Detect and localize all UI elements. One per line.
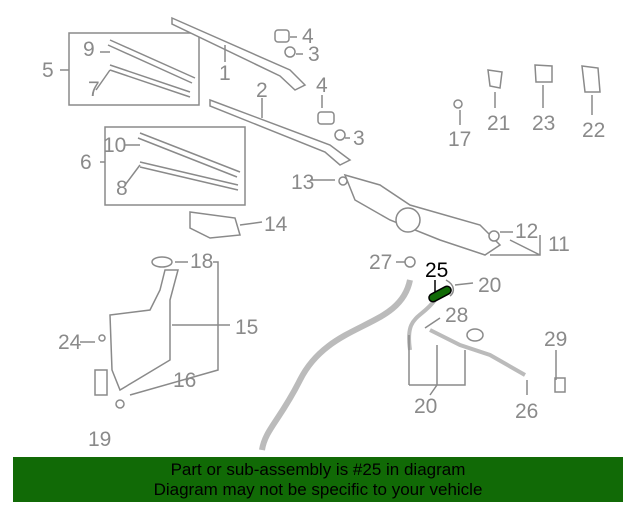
wiper-blade-box-rear xyxy=(104,126,246,206)
label-17: 17 xyxy=(448,128,471,151)
label-16: 16 xyxy=(173,369,196,392)
washer-reservoir-15[interactable] xyxy=(109,269,179,392)
pump-19[interactable] xyxy=(94,369,108,396)
label-12: 12 xyxy=(515,220,538,243)
wiper-linkage-11[interactable] xyxy=(343,173,502,256)
label-10: 10 xyxy=(103,134,126,157)
label-1: 1 xyxy=(219,62,231,85)
grommet-16[interactable] xyxy=(115,399,125,409)
nut-3b[interactable] xyxy=(334,129,346,141)
label-2: 2 xyxy=(256,79,268,102)
label-21: 21 xyxy=(487,112,510,135)
info-banner: Part or sub-assembly is #25 in diagram D… xyxy=(13,457,623,502)
label-4: 4 xyxy=(302,25,314,48)
label-3b: 3 xyxy=(353,127,365,150)
wiper-blade-10[interactable] xyxy=(137,132,241,178)
label-6: 6 xyxy=(80,151,92,174)
label-26: 26 xyxy=(515,400,538,423)
sensor-24[interactable] xyxy=(98,334,106,342)
hose-26[interactable] xyxy=(429,328,526,377)
label-20: 20 xyxy=(478,274,501,297)
label-20b: 20 xyxy=(414,395,437,418)
label-27: 27 xyxy=(369,251,392,274)
wiper-rubber-8[interactable] xyxy=(139,161,239,191)
label-13: 13 xyxy=(291,171,314,194)
wiper-arm-2[interactable] xyxy=(209,98,352,166)
label-7: 7 xyxy=(88,78,100,101)
clip-21[interactable] xyxy=(487,69,503,89)
clip-17[interactable] xyxy=(453,99,463,109)
cap-4[interactable] xyxy=(274,29,290,43)
wiper-rubber-7[interactable] xyxy=(109,64,191,98)
clip-23[interactable] xyxy=(534,64,553,83)
label-15: 15 xyxy=(235,316,258,339)
label-28: 28 xyxy=(445,304,468,327)
label-29: 29 xyxy=(544,328,567,351)
wiper-arm-1[interactable] xyxy=(171,16,307,91)
nozzle-26[interactable] xyxy=(554,377,566,393)
cap-18[interactable] xyxy=(151,256,173,268)
label-8: 8 xyxy=(116,177,128,200)
clip-29[interactable] xyxy=(466,328,484,342)
label-4b: 4 xyxy=(316,74,328,97)
wiper-blade-9[interactable] xyxy=(107,39,196,84)
label-24: 24 xyxy=(58,331,82,354)
hose-20-clip[interactable] xyxy=(445,279,455,297)
washer-hose-20[interactable] xyxy=(259,279,413,451)
nut-3[interactable] xyxy=(284,46,296,58)
label-25-highlighted: 25 xyxy=(425,259,448,282)
label-22: 22 xyxy=(582,119,605,142)
label-14: 14 xyxy=(264,213,288,236)
hose-joint[interactable] xyxy=(407,298,437,351)
cap-4b[interactable] xyxy=(317,111,335,125)
label-5: 5 xyxy=(42,59,54,82)
bracket-22[interactable] xyxy=(581,65,601,93)
joint-27[interactable] xyxy=(404,256,416,268)
nut-12[interactable] xyxy=(488,230,500,242)
highlighted-part-25[interactable] xyxy=(428,285,453,303)
label-3: 3 xyxy=(308,43,320,66)
leader-lines xyxy=(60,36,593,396)
label-19: 19 xyxy=(88,428,111,451)
bolt-13[interactable] xyxy=(338,176,348,186)
label-18: 18 xyxy=(190,250,213,273)
label-11: 11 xyxy=(548,233,570,256)
label-9: 9 xyxy=(83,38,95,61)
banner-line-disclaimer: Diagram may not be specific to your vehi… xyxy=(153,480,483,499)
banner-line-part: Part or sub-assembly is #25 in diagram xyxy=(170,460,466,479)
label-23: 23 xyxy=(532,112,555,135)
wiper-motor-14[interactable] xyxy=(189,211,241,239)
linkage-pivot xyxy=(395,207,421,233)
